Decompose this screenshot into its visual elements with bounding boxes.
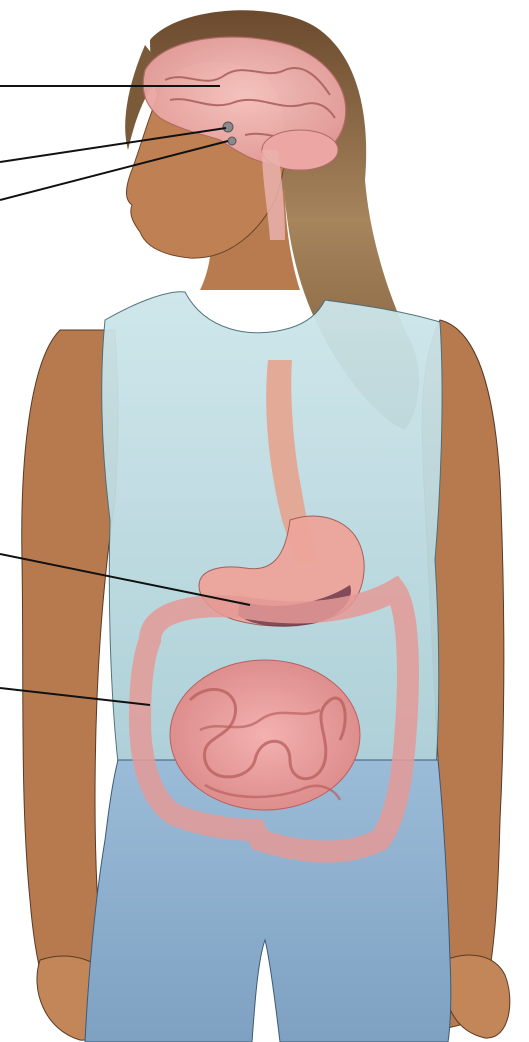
pituitary-marker xyxy=(228,137,236,145)
hypothalamus-marker xyxy=(223,122,233,132)
small-intestine xyxy=(170,660,360,810)
